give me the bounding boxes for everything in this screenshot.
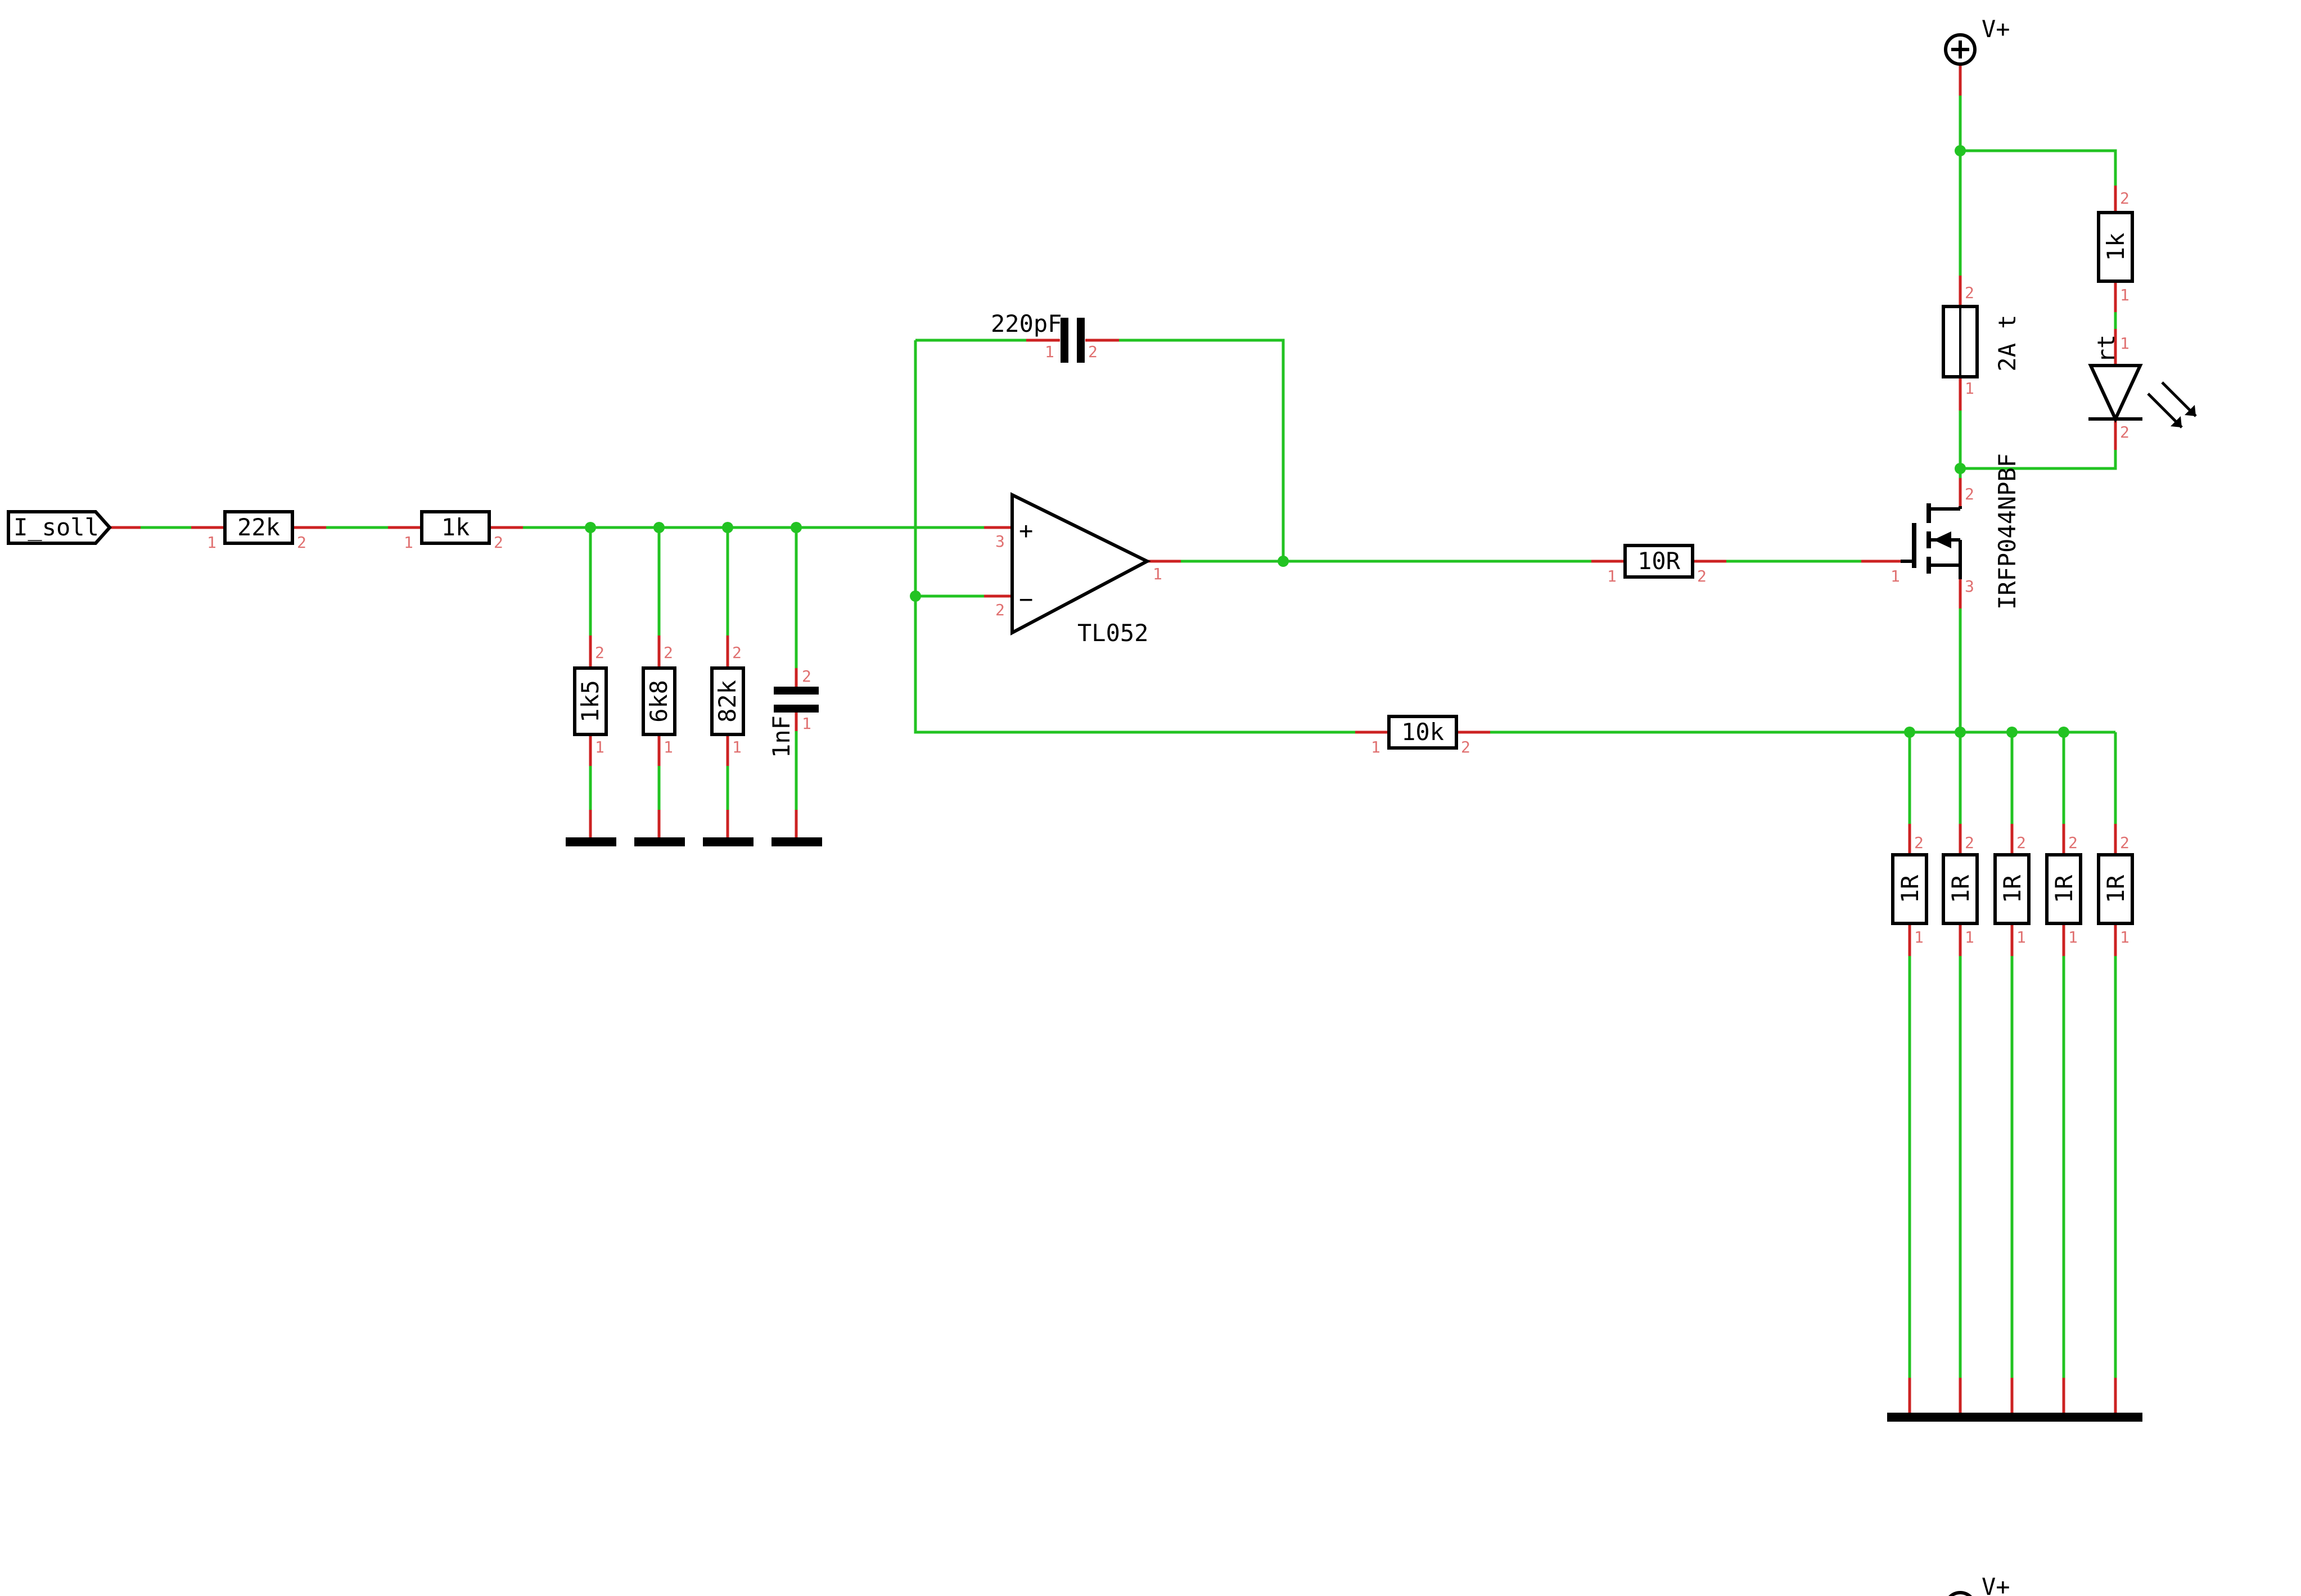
- resistor-1k-input-value: 1k: [441, 513, 470, 541]
- sense-resistors: 1R 2 1 1R 2 1 1R 2 1 1R 2 1 1R 2 1: [1891, 833, 2134, 946]
- svg-text:3: 3: [995, 532, 1005, 551]
- supply-vplus-partial: V+: [1948, 1573, 2010, 1596]
- resistor-82k: 82k 2 1: [710, 643, 745, 756]
- svg-text:2: 2: [1914, 833, 1924, 852]
- svg-text:1: 1: [207, 533, 216, 552]
- svg-text:1: 1: [1607, 567, 1617, 585]
- pin-stubs: [107, 62, 2117, 1414]
- svg-text:2: 2: [1088, 342, 1098, 361]
- svg-text:2: 2: [1965, 283, 1974, 302]
- supply-label-partial: V+: [1982, 1573, 2010, 1596]
- supply-vplus: V+: [1944, 15, 2010, 66]
- resistor-10k-value: 10k: [1401, 718, 1444, 746]
- svg-text:2: 2: [595, 643, 604, 662]
- svg-text:1R: 1R: [1947, 874, 1974, 903]
- svg-text:3: 3: [1965, 577, 1974, 596]
- opamp-plus-sign: +: [1019, 517, 1033, 544]
- svg-text:2: 2: [1965, 485, 1974, 503]
- svg-text:2: 2: [1697, 567, 1707, 585]
- resistor-22k: 22k 1 2: [207, 510, 306, 552]
- resistor-1k-input: 1k 1 2: [404, 510, 503, 552]
- svg-text:1: 1: [732, 738, 742, 756]
- resistor-10k-feedback: 10k 1 2: [1371, 715, 1470, 756]
- svg-text:1: 1: [1965, 928, 1974, 946]
- opamp-part-number: TL052: [1077, 619, 1148, 647]
- capacitor-220pf-value: 220pF: [991, 310, 1062, 337]
- svg-text:1: 1: [2120, 928, 2129, 946]
- fuse-2a: 2A t 2 1: [1942, 283, 2021, 398]
- resistor-1k5-value: 1k5: [576, 680, 604, 723]
- resistor-1k5: 1k5 2 1: [573, 643, 608, 756]
- svg-text:1: 1: [1153, 565, 1162, 583]
- svg-text:2: 2: [995, 601, 1005, 619]
- svg-text:1: 1: [1371, 738, 1380, 756]
- svg-text:1: 1: [802, 714, 811, 733]
- wires: [107, 96, 2117, 1378]
- svg-text:1: 1: [404, 533, 413, 552]
- svg-text:1: 1: [664, 738, 673, 756]
- capacitor-220pf: 220pF 1 2: [991, 310, 1098, 363]
- resistor-10r-gate: 10R 1 2: [1607, 544, 1707, 585]
- led-red: rt 1 2: [2088, 334, 2197, 441]
- svg-text:2: 2: [2120, 423, 2129, 441]
- svg-text:2: 2: [2016, 833, 2026, 852]
- svg-text:2: 2: [664, 643, 673, 662]
- supply-label: V+: [1982, 15, 2010, 43]
- net-label-text: I_soll: [13, 513, 99, 541]
- svg-text:1: 1: [1891, 567, 1900, 585]
- svg-text:1R: 1R: [1998, 874, 2026, 903]
- resistor-1r-b: 1R 2 1: [1942, 833, 1979, 946]
- svg-text:1: 1: [2016, 928, 2026, 946]
- resistor-1k-led: 1k 2 1: [2097, 189, 2134, 304]
- svg-text:2: 2: [297, 533, 306, 552]
- resistor-22k-value: 22k: [237, 513, 280, 541]
- opamp-tl052: + − 3 2 1 TL052: [995, 492, 1162, 647]
- resistor-1r-c: 1R 2 1: [1993, 833, 2031, 946]
- resistor-6k8: 6k8 2 1: [642, 643, 676, 756]
- resistor-1r-e: 1R 2 1: [2097, 833, 2134, 946]
- svg-text:2: 2: [1461, 738, 1470, 756]
- svg-text:1R: 1R: [2050, 874, 2078, 903]
- resistor-1r-d: 1R 2 1: [2045, 833, 2082, 946]
- mosfet-irfp044npbf: 1 2 3 IRFP044NPBF: [1891, 453, 2021, 610]
- svg-text:1: 1: [2068, 928, 2078, 946]
- svg-text:2: 2: [802, 667, 811, 686]
- svg-text:2: 2: [2120, 189, 2129, 208]
- fuse-rating: 2A t: [1993, 314, 2021, 371]
- svg-text:2: 2: [494, 533, 503, 552]
- svg-text:1: 1: [1914, 928, 1924, 946]
- svg-text:2: 2: [732, 643, 742, 662]
- mosfet-arrow-icon: [1933, 531, 1951, 548]
- resistor-82k-value: 82k: [714, 680, 741, 723]
- svg-text:1R: 1R: [2102, 874, 2129, 903]
- svg-text:1: 1: [1965, 379, 1974, 398]
- junctions: [585, 145, 2069, 738]
- capacitor-1nf: 1nF 2 1: [768, 667, 819, 758]
- mosfet-part-number: IRFP044NPBF: [1993, 453, 2021, 610]
- svg-text:1R: 1R: [1896, 874, 1924, 903]
- capacitor-1nf-value: 1nF: [768, 715, 795, 758]
- svg-text:1: 1: [595, 738, 604, 756]
- resistor-10r-value: 10R: [1637, 547, 1681, 575]
- svg-text:1: 1: [2120, 334, 2129, 353]
- opamp-minus-sign: −: [1019, 585, 1033, 613]
- svg-text:2: 2: [1965, 833, 1974, 852]
- resistor-1r-a: 1R 2 1: [1891, 833, 1928, 946]
- svg-text:1: 1: [1045, 342, 1054, 361]
- net-label-i-soll: I_soll: [7, 510, 112, 545]
- resistor-6k8-value: 6k8: [645, 680, 673, 723]
- svg-text:2: 2: [2068, 833, 2078, 852]
- led-color-label: rt: [2092, 335, 2120, 363]
- svg-text:2: 2: [2120, 833, 2129, 852]
- svg-text:1: 1: [2120, 286, 2129, 304]
- resistor-1k-led-value: 1k: [2102, 233, 2129, 262]
